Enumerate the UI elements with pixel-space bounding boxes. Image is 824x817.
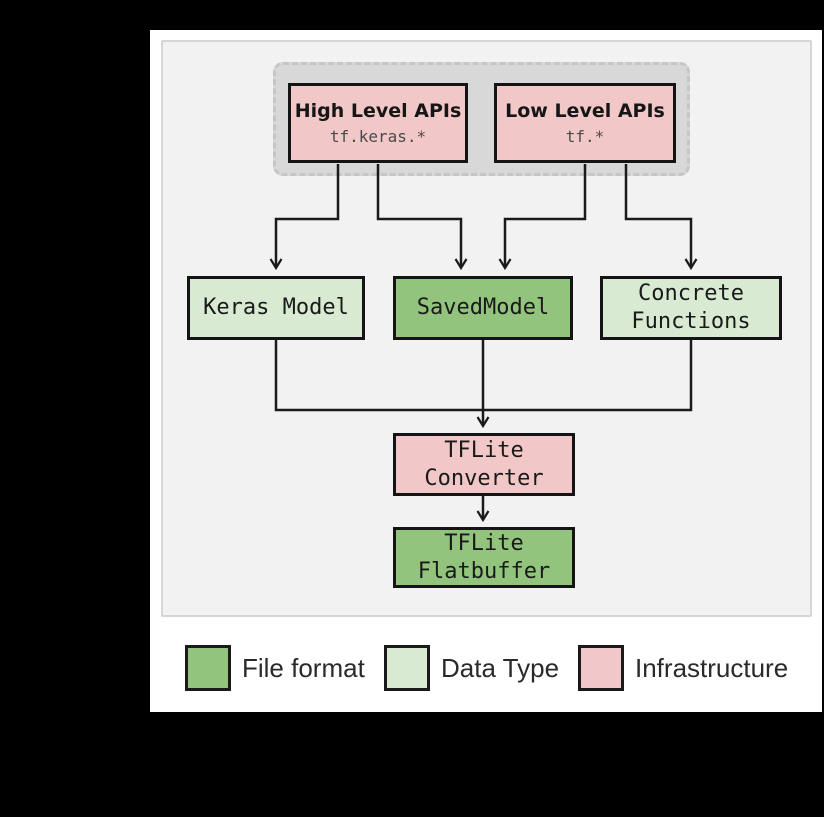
node-label: Keras Model bbox=[203, 295, 349, 320]
legend-infrastructure: Infrastructure bbox=[578, 644, 788, 692]
node-high-level-apis: High Level APIs tf.keras.* bbox=[288, 83, 468, 163]
node-saved-model: SavedModel bbox=[393, 276, 573, 340]
node-title: Low Level APIs bbox=[505, 99, 665, 122]
legend-label: Data Type bbox=[441, 652, 560, 683]
legend-swatch-file-format bbox=[185, 645, 231, 691]
legend-data-type: Data Type bbox=[384, 644, 559, 692]
node-tflite-flatbuffer: TFLite Flatbuffer bbox=[393, 527, 575, 588]
legend-label: File format bbox=[242, 652, 365, 683]
node-label-line2: Functions bbox=[631, 309, 751, 334]
legend-swatch-data-type bbox=[384, 645, 430, 691]
node-title: High Level APIs bbox=[294, 99, 462, 122]
node-low-level-apis: Low Level APIs tf.* bbox=[494, 83, 676, 163]
node-label-line1: TFLite bbox=[444, 437, 524, 463]
node-label-line2: Flatbuffer bbox=[417, 558, 551, 584]
legend-file-format: File format bbox=[185, 644, 365, 692]
node-keras-model: Keras Model bbox=[187, 276, 365, 340]
node-label-line1: TFLite bbox=[444, 530, 524, 556]
node-code: tf.keras.* bbox=[329, 126, 427, 146]
legend-swatch-infrastructure bbox=[578, 645, 624, 691]
node-code: tf.* bbox=[565, 126, 605, 146]
node-label-line1: Concrete bbox=[638, 281, 744, 306]
legend-label: Infrastructure bbox=[635, 652, 789, 683]
node-tflite-converter: TFLite Converter bbox=[393, 433, 575, 496]
node-label-line2: Converter bbox=[424, 465, 544, 491]
node-label: SavedModel bbox=[416, 295, 550, 320]
node-concrete-functions: Concrete Functions bbox=[600, 276, 782, 340]
diagram-card: High Level APIs tf.keras.* Low Level API… bbox=[150, 30, 822, 712]
